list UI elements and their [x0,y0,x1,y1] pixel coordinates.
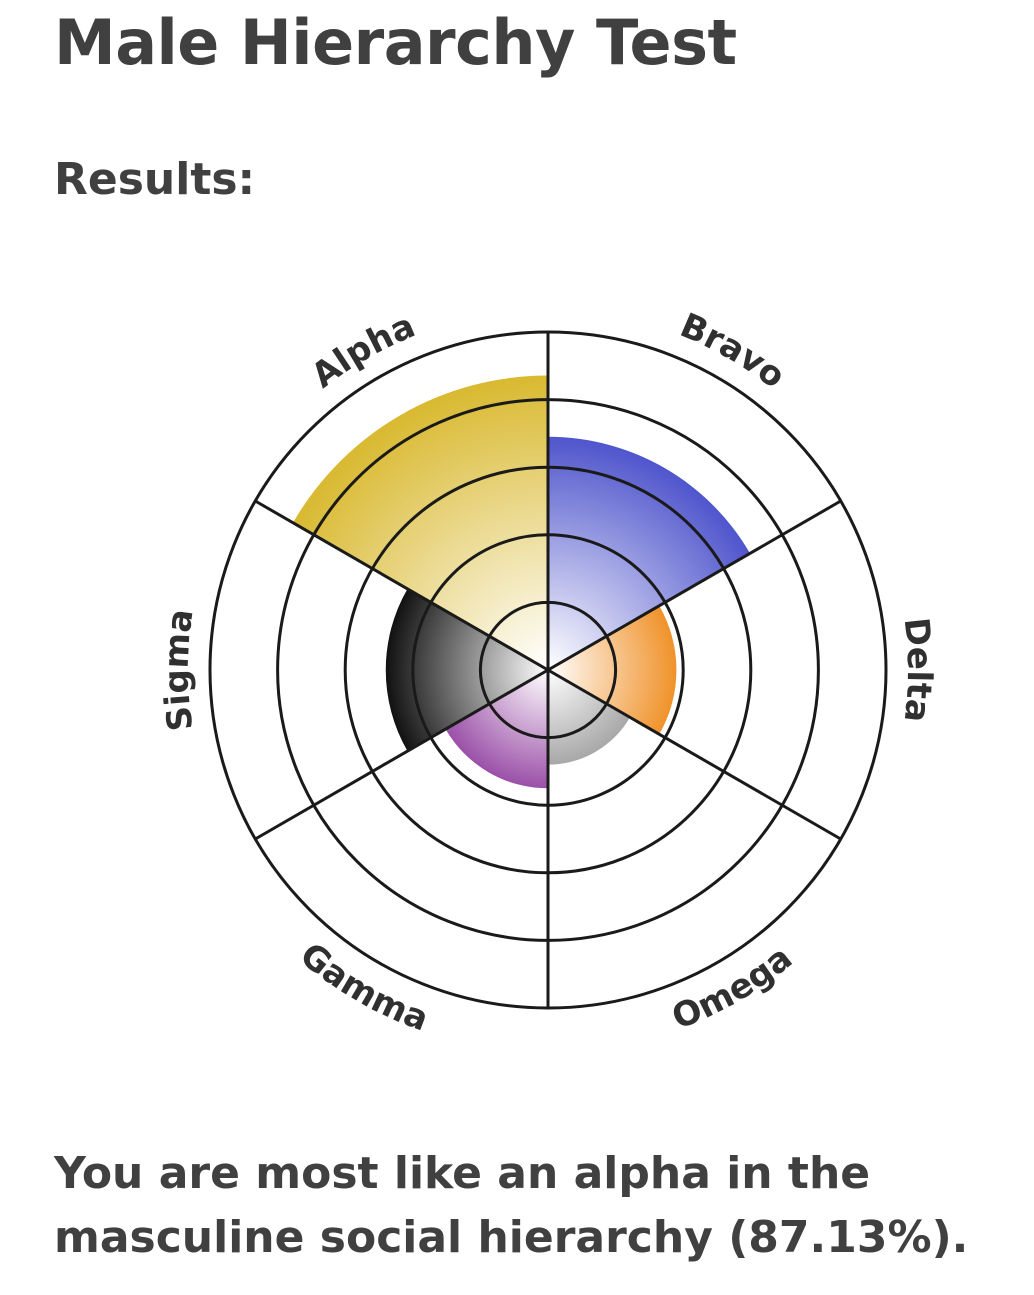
grid-ring-5 [208,330,888,1010]
grid-layer [208,330,888,1010]
page-title: Male Hierarchy Test [54,6,737,79]
grid-spoke-5 [254,668,549,841]
sector-bravo [548,436,750,670]
label-bravo: Bravo [674,306,792,397]
label-sigma: Sigma [157,607,202,734]
sector-sigma [385,588,548,752]
grid-ring-4 [276,398,820,942]
label-omega: Omega [666,938,799,1038]
results-heading: Results: [54,154,256,205]
grid-spoke-6 [254,499,549,672]
label-delta: Delta [896,616,940,724]
grid-ring-2 [411,533,685,807]
grid-spoke-3 [547,668,842,841]
grid-spoke-2 [547,499,842,672]
sector-delta [548,605,677,735]
result-summary: You are most like an alpha in the mascul… [54,1148,969,1263]
sector-gamma [445,670,548,789]
sectors-layer [292,375,750,789]
label-gamma: Gamma [292,935,433,1040]
grid-ring-1 [478,600,618,740]
sector-omega [548,670,630,765]
label-alpha: Alpha [304,306,421,396]
grid-ring-3 [343,465,753,875]
sector-alpha [292,375,548,670]
